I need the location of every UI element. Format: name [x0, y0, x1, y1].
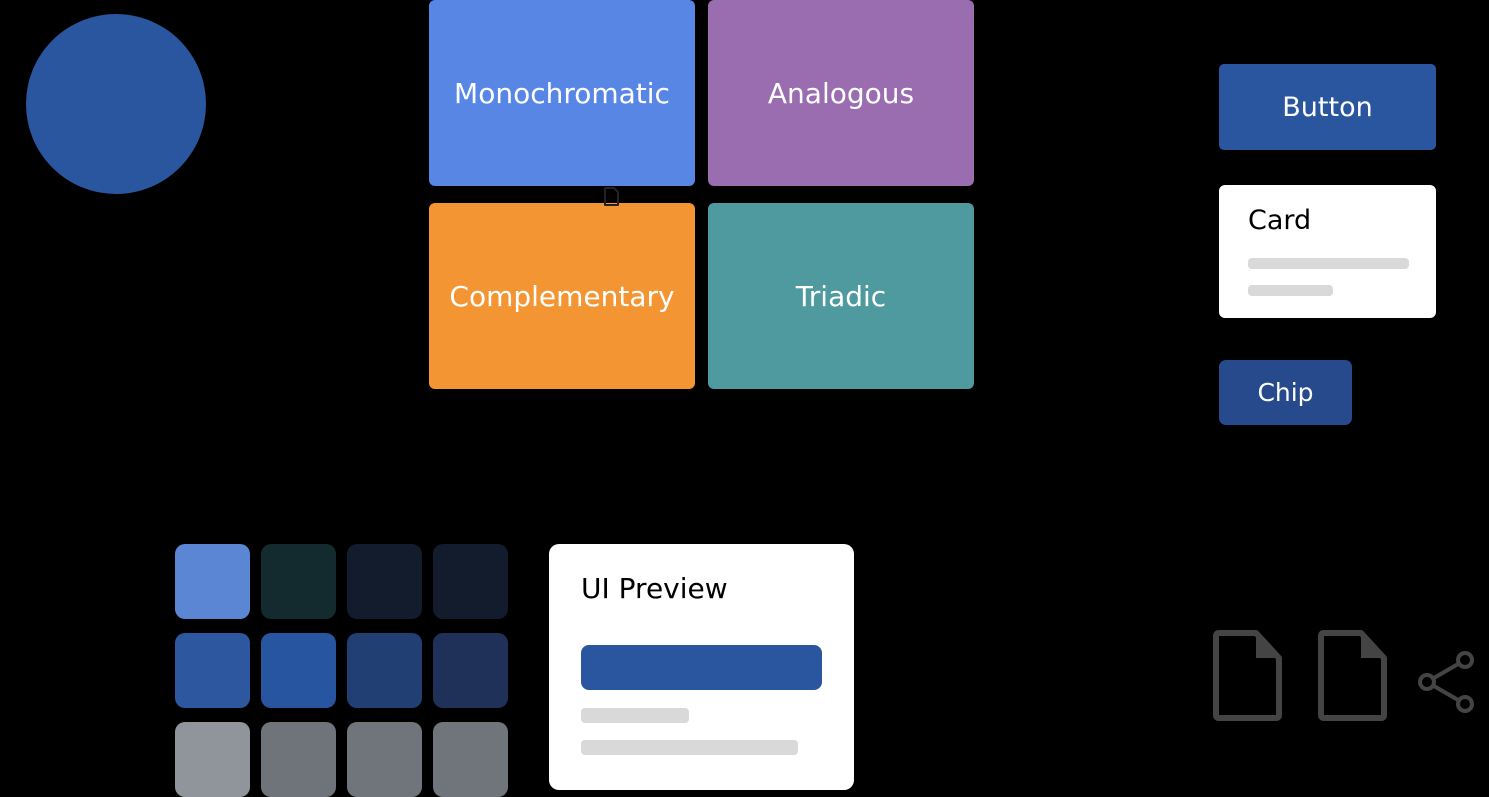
- swatch[interactable]: [175, 722, 250, 797]
- file-icon: [604, 187, 619, 206]
- swatch[interactable]: [347, 544, 422, 619]
- file-icon[interactable]: [1316, 630, 1390, 722]
- swatch[interactable]: [261, 633, 336, 708]
- swatch[interactable]: [261, 722, 336, 797]
- swatch[interactable]: [433, 544, 508, 619]
- placeholder-line: [1248, 285, 1333, 296]
- harmony-label: Triadic: [795, 279, 887, 313]
- swatch[interactable]: [175, 633, 250, 708]
- primary-color-circle: [26, 14, 206, 194]
- share-icon[interactable]: [1415, 648, 1477, 716]
- button-label: Button: [1282, 91, 1373, 123]
- harmony-label: Analogous: [767, 76, 915, 110]
- swatch[interactable]: [175, 544, 250, 619]
- harmony-triadic[interactable]: Triadic: [708, 203, 974, 389]
- placeholder-line: [1248, 258, 1409, 269]
- preview-title: UI Preview: [581, 572, 728, 605]
- harmony-complementary[interactable]: Complementary: [429, 203, 695, 389]
- harmony-label: Monochromatic: [454, 76, 670, 110]
- sample-button[interactable]: Button: [1219, 64, 1436, 150]
- ui-preview-card: UI Preview: [549, 544, 854, 790]
- sample-chip[interactable]: Chip: [1219, 360, 1352, 425]
- swatch[interactable]: [347, 722, 422, 797]
- file-icon[interactable]: [1211, 630, 1285, 722]
- swatch[interactable]: [433, 722, 508, 797]
- placeholder-line: [581, 740, 798, 755]
- swatch[interactable]: [261, 544, 336, 619]
- placeholder-line: [581, 708, 689, 723]
- sample-card: Card: [1219, 185, 1436, 318]
- chip-label: Chip: [1257, 378, 1314, 407]
- harmony-label: Complementary: [449, 279, 675, 313]
- card-title: Card: [1248, 205, 1312, 236]
- swatch[interactable]: [433, 633, 508, 708]
- preview-primary-bar: [581, 645, 822, 690]
- swatch[interactable]: [347, 633, 422, 708]
- harmony-monochromatic[interactable]: Monochromatic: [429, 0, 695, 186]
- harmony-analogous[interactable]: Analogous: [708, 0, 974, 186]
